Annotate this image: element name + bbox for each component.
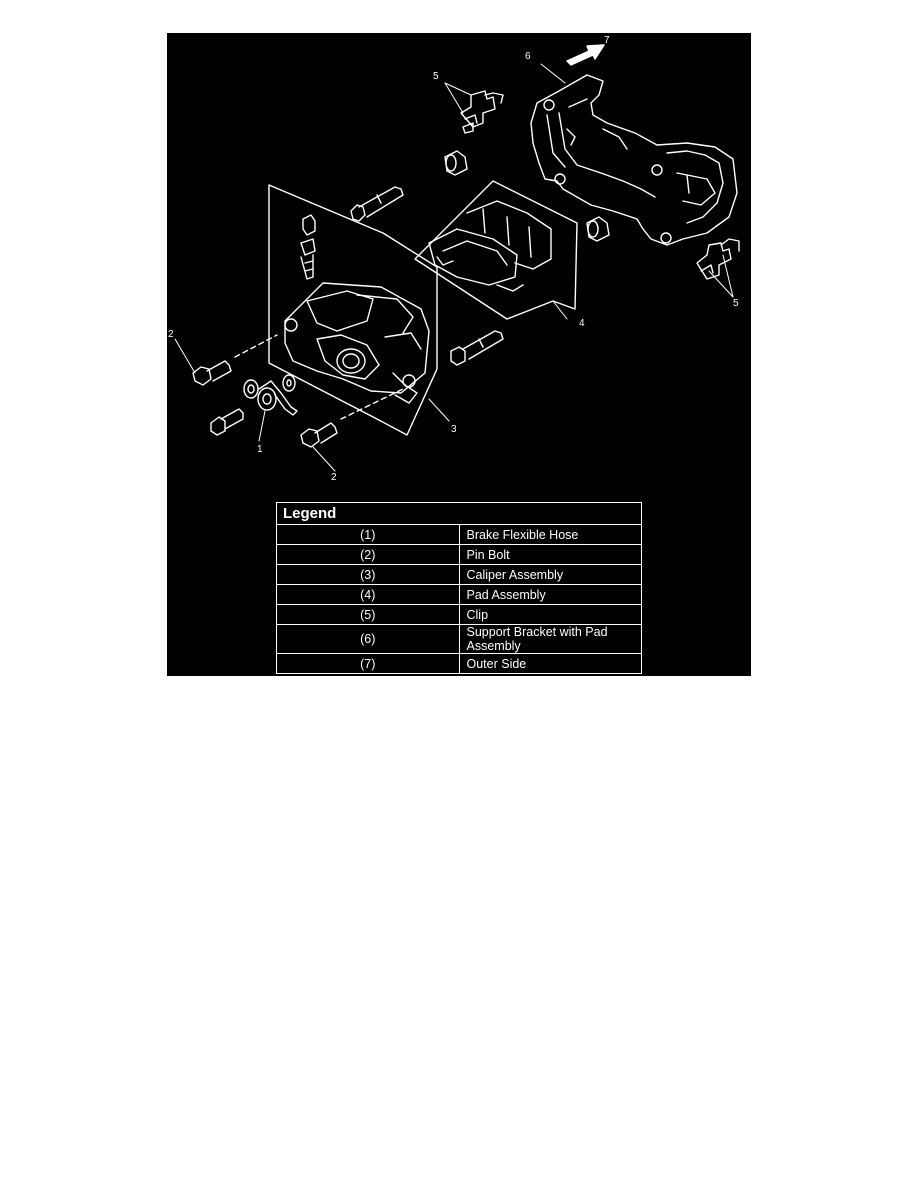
exploded-diagram: 7 6 5 5 4 2 3 1 2 Legend (1) Brake Flexi… <box>167 33 751 676</box>
guide-pin-top-drawing <box>350 186 404 222</box>
legend-desc: Clip <box>458 604 642 625</box>
callout-2-left: 2 <box>168 329 174 340</box>
support-bracket-drawing <box>530 74 738 246</box>
legend-row: (5) Clip <box>276 604 642 625</box>
legend-table: Legend (1) Brake Flexible Hose (2) Pin B… <box>276 502 642 674</box>
legend-num: (2) <box>276 544 460 565</box>
bleeder-screw-drawing <box>300 214 316 280</box>
legend-row: (3) Caliper Assembly <box>276 564 642 585</box>
callout-7: 7 <box>604 35 610 46</box>
legend-desc: Outer Side <box>458 653 642 674</box>
callout-6: 6 <box>525 51 531 62</box>
legend-title: Legend <box>276 502 642 525</box>
legend-row: (4) Pad Assembly <box>276 584 642 605</box>
legend-num: (4) <box>276 584 460 605</box>
callout-1: 1 <box>257 444 263 455</box>
caliper-assembly-drawing <box>268 184 438 436</box>
clip-top-drawing <box>460 90 504 134</box>
bushing-right-drawing <box>586 216 610 242</box>
legend-num: (5) <box>276 604 460 625</box>
callout-4: 4 <box>579 318 585 329</box>
legend-num: (6) <box>276 624 460 654</box>
callout-5-right: 5 <box>733 298 739 309</box>
outer-side-arrow-icon <box>566 44 605 66</box>
legend-row: (2) Pin Bolt <box>276 544 642 565</box>
bushing-top-drawing <box>444 150 468 176</box>
legend-desc: Pin Bolt <box>458 544 642 565</box>
pin-bolt-left-drawing <box>192 334 278 386</box>
legend-num: (7) <box>276 653 460 674</box>
diagram-drawing <box>174 44 740 472</box>
callout-2-bottom: 2 <box>331 472 337 483</box>
legend-desc: Pad Assembly <box>458 584 642 605</box>
guide-pin-right-drawing <box>450 330 504 366</box>
legend-num: (1) <box>276 524 460 545</box>
leader-lines <box>174 63 734 472</box>
legend-desc: Support Bracket with Pad Assembly <box>458 624 642 654</box>
legend-row: (7) Outer Side <box>276 653 642 674</box>
legend-num: (3) <box>276 564 460 585</box>
callout-5-top: 5 <box>433 71 439 82</box>
legend-desc: Brake Flexible Hose <box>458 524 642 545</box>
pin-bolt-bottom-drawing <box>300 388 404 448</box>
callout-3: 3 <box>451 424 457 435</box>
brake-flexible-hose-drawing <box>210 374 298 436</box>
pad-assembly-drawing <box>414 180 578 320</box>
clip-right-drawing <box>696 238 740 280</box>
legend-row: (1) Brake Flexible Hose <box>276 524 642 545</box>
legend-row: (6) Support Bracket with Pad Assembly <box>276 624 642 654</box>
legend-header-row: Legend <box>276 502 642 525</box>
legend-desc: Caliper Assembly <box>458 564 642 585</box>
